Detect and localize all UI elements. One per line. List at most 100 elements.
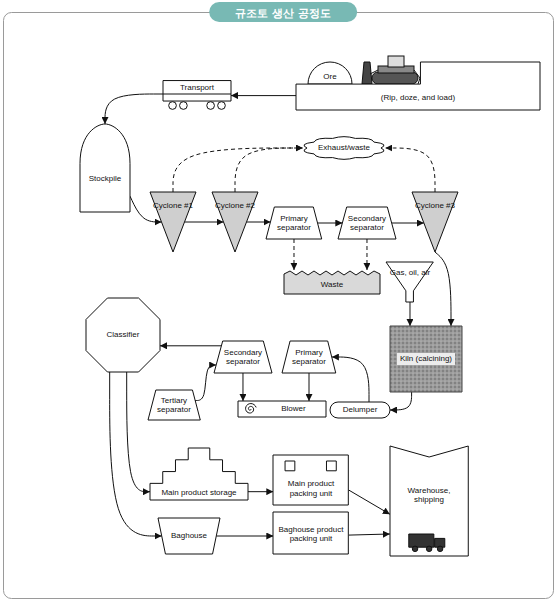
node-label: Main product storage <box>161 488 236 497</box>
node-outline <box>163 78 231 110</box>
text-region: Main product packing unit <box>277 474 345 503</box>
cyclone: Cyclone #1 <box>150 192 196 252</box>
dashed-flow-arrow <box>173 148 303 192</box>
separator-box: Secondary separator <box>338 207 396 239</box>
node-label: Waste <box>321 280 343 289</box>
text-region: Secondary separator <box>344 210 390 237</box>
flow-arrow <box>409 302 410 326</box>
warehouse: Warehouse, shipping <box>390 446 468 556</box>
bulldozer-ripper <box>414 70 420 84</box>
text-region: Kiln (calcining) <box>396 346 456 372</box>
node-label: Secondary separator <box>344 214 390 232</box>
bulldozer-cab <box>388 56 404 67</box>
flow-arrow <box>127 372 150 492</box>
shape-stroke <box>86 298 160 372</box>
shape-stroke <box>273 512 348 554</box>
node-label: Primary separator <box>272 214 317 232</box>
node-label: Warehouse, shipping <box>399 486 458 504</box>
packing-unit: Baghouse product packing unit <box>273 512 348 554</box>
shape-stroke <box>80 124 130 212</box>
node-label: Main product packing unit <box>277 479 345 497</box>
outer-frame <box>4 13 554 599</box>
dashed-flow-arrow <box>366 239 367 270</box>
node-label: Baghouse product packing unit <box>277 525 345 543</box>
shape-stroke <box>163 81 231 101</box>
dashed-flow-arrow <box>385 148 435 192</box>
shape-stroke <box>412 546 418 552</box>
node-label: Tertiary separator <box>153 396 195 414</box>
bulldozer-illustration <box>362 56 420 84</box>
classifier-octagon: Classifier <box>86 298 160 372</box>
shape-stroke <box>207 102 215 110</box>
shape-stroke <box>390 446 468 556</box>
delumper-pill: Delumper <box>330 402 390 418</box>
flow-arrow <box>392 223 424 224</box>
text-region: Gas, oil, air <box>389 263 432 283</box>
baghouse-hopper: Baghouse <box>158 518 220 554</box>
text-region: Primary separator <box>272 210 317 237</box>
node-label: Cyclone #1 <box>153 201 193 210</box>
kiln-box: Kiln (calcining) <box>390 326 462 392</box>
flow-arrow <box>247 222 271 223</box>
shape-stroke <box>180 102 188 110</box>
fuel-funnel: Gas, oil, air <box>386 262 433 302</box>
shape-stroke <box>338 207 396 239</box>
flow-arrow <box>349 490 390 514</box>
flow-arrow <box>349 534 390 535</box>
bulldozer-track <box>372 72 418 84</box>
node-label: Blower <box>281 404 305 413</box>
text-region: Cyclone #3 <box>414 194 456 217</box>
node-outline <box>80 124 130 212</box>
shape-stroke <box>246 404 257 413</box>
shape-stroke <box>282 341 336 373</box>
shape-stroke <box>150 448 248 500</box>
text-region: (Rip, doze, and load) <box>316 86 521 110</box>
text-region: Blower <box>263 401 325 417</box>
flow-arrow <box>435 252 451 326</box>
flow-arrow <box>242 373 243 401</box>
rail-car: Transport <box>163 78 231 110</box>
flow-arrow <box>231 95 296 96</box>
shape-stroke <box>148 390 200 420</box>
text-region: Waste <box>289 276 375 293</box>
packing-unit: Main product packing unit <box>273 455 348 505</box>
node-outline <box>386 262 433 302</box>
shape-stroke <box>150 192 196 252</box>
node-label: Ore <box>323 72 336 81</box>
shape-stroke <box>426 546 432 552</box>
dashed-flow-arrow <box>235 148 303 192</box>
node-label: Classifier <box>107 330 140 339</box>
ore-mound: Ore <box>308 62 352 84</box>
node-label: Cyclone #2 <box>215 201 255 210</box>
separator-box: Primary separator <box>282 341 336 373</box>
flow-arrow <box>195 365 216 401</box>
flow-arrow <box>160 345 221 346</box>
shape-stroke <box>296 62 540 110</box>
shape-stroke <box>163 94 231 95</box>
shape-stroke <box>412 192 458 252</box>
node-label: Exhaust/waste <box>318 143 370 152</box>
node-label: (Rip, doze, and load) <box>381 93 455 102</box>
text-region: Main product storage <box>153 484 245 500</box>
flow-arrow <box>105 94 163 124</box>
shape-stroke <box>266 207 322 239</box>
flow-arrow <box>390 392 412 410</box>
flow-arrow <box>309 373 310 401</box>
flow-arrow <box>318 223 343 224</box>
exhaust-cloud: Exhaust/waste <box>300 134 388 162</box>
flow-arrow <box>185 222 224 223</box>
shape-stroke <box>285 461 295 471</box>
shape-stroke <box>212 192 258 252</box>
text-region: Baghouse product packing unit <box>277 517 345 551</box>
shape-stroke <box>284 271 380 294</box>
cyclone: Cyclone #2 <box>212 192 258 252</box>
bulldozer-arm <box>370 70 378 74</box>
text-region: Cyclone #2 <box>214 194 256 217</box>
shape-stroke <box>386 262 433 302</box>
shape-stroke <box>437 546 443 552</box>
node-label: Cyclone #3 <box>415 201 455 210</box>
node-label: Transport <box>180 83 214 92</box>
blower-box: Blower <box>238 401 326 417</box>
